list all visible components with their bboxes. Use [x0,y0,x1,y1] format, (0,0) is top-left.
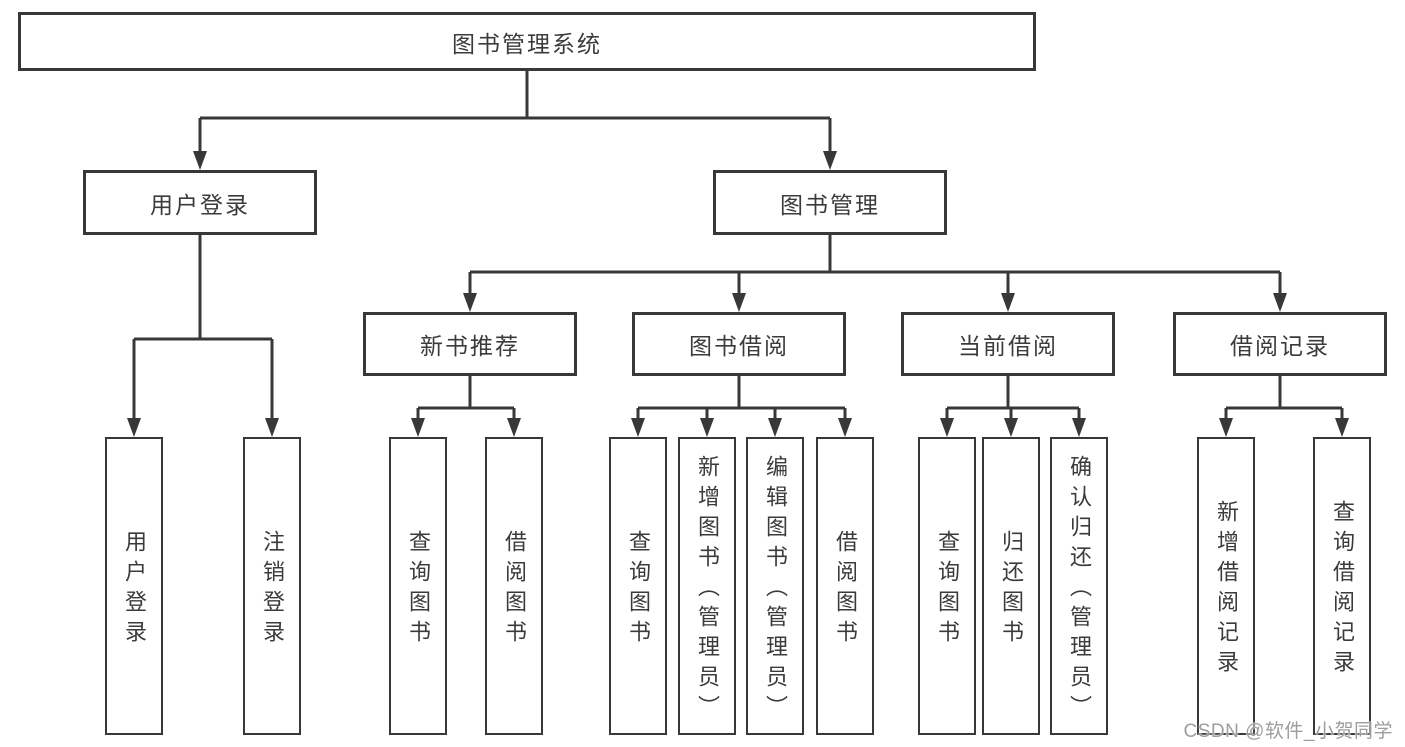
node-label: 查询图书 [406,530,431,650]
node-label: 借阅记录 [1230,333,1330,359]
node-label: 图书管理 [780,191,880,218]
leaf-query-borrow-record: 查询借阅记录 [1313,437,1371,735]
node-label: 用户登录 [122,530,147,650]
node-label: 查询借阅记录 [1330,500,1355,680]
node-label: 确认归还（管理员） [1067,455,1092,725]
node-label: 新书推荐 [420,333,520,359]
node-new-book-recommend: 新书推荐 [363,312,577,376]
node-label: 编辑图书（管理员） [763,455,788,725]
node-label: 新增借阅记录 [1214,500,1239,680]
node-label: 新增图书（管理员） [695,455,720,725]
leaf-return-book: 归还图书 [982,437,1040,735]
node-book-borrowing: 图书借阅 [632,312,846,376]
node-label: 当前借阅 [958,333,1058,359]
node-label: 查询图书 [626,530,651,650]
leaf-edit-book-admin: 编辑图书（管理员） [746,437,804,735]
leaf-add-book-admin: 新增图书（管理员） [678,437,736,735]
leaf-query-books-current: 查询图书 [918,437,976,735]
node-label: 借阅图书 [502,530,527,650]
node-label: 归还图书 [999,530,1024,650]
leaf-logout: 注销登录 [243,437,301,735]
leaf-confirm-return-admin: 确认归还（管理员） [1050,437,1108,735]
leaf-add-borrow-record: 新增借阅记录 [1197,437,1255,735]
node-label: 查询图书 [935,530,960,650]
node-label: 用户登录 [150,191,250,218]
node-label: 借阅图书 [833,530,858,650]
leaf-query-books-recommend: 查询图书 [389,437,447,735]
leaf-query-books-borrowing: 查询图书 [609,437,667,735]
node-label: 图书借阅 [689,333,789,359]
node-system-root: 图书管理系统 [18,12,1036,71]
node-borrow-records: 借阅记录 [1173,312,1387,376]
csdn-watermark: CSDN @软件_小贺同学 [1183,721,1393,742]
node-label: 图书管理系统 [452,30,602,57]
node-label: 注销登录 [260,530,285,650]
node-user-login: 用户登录 [83,170,317,235]
leaf-user-login: 用户登录 [105,437,163,735]
node-book-management: 图书管理 [713,170,947,235]
node-current-borrowing: 当前借阅 [901,312,1115,376]
leaf-borrow-books-recommend: 借阅图书 [485,437,543,735]
leaf-borrow-books: 借阅图书 [816,437,874,735]
